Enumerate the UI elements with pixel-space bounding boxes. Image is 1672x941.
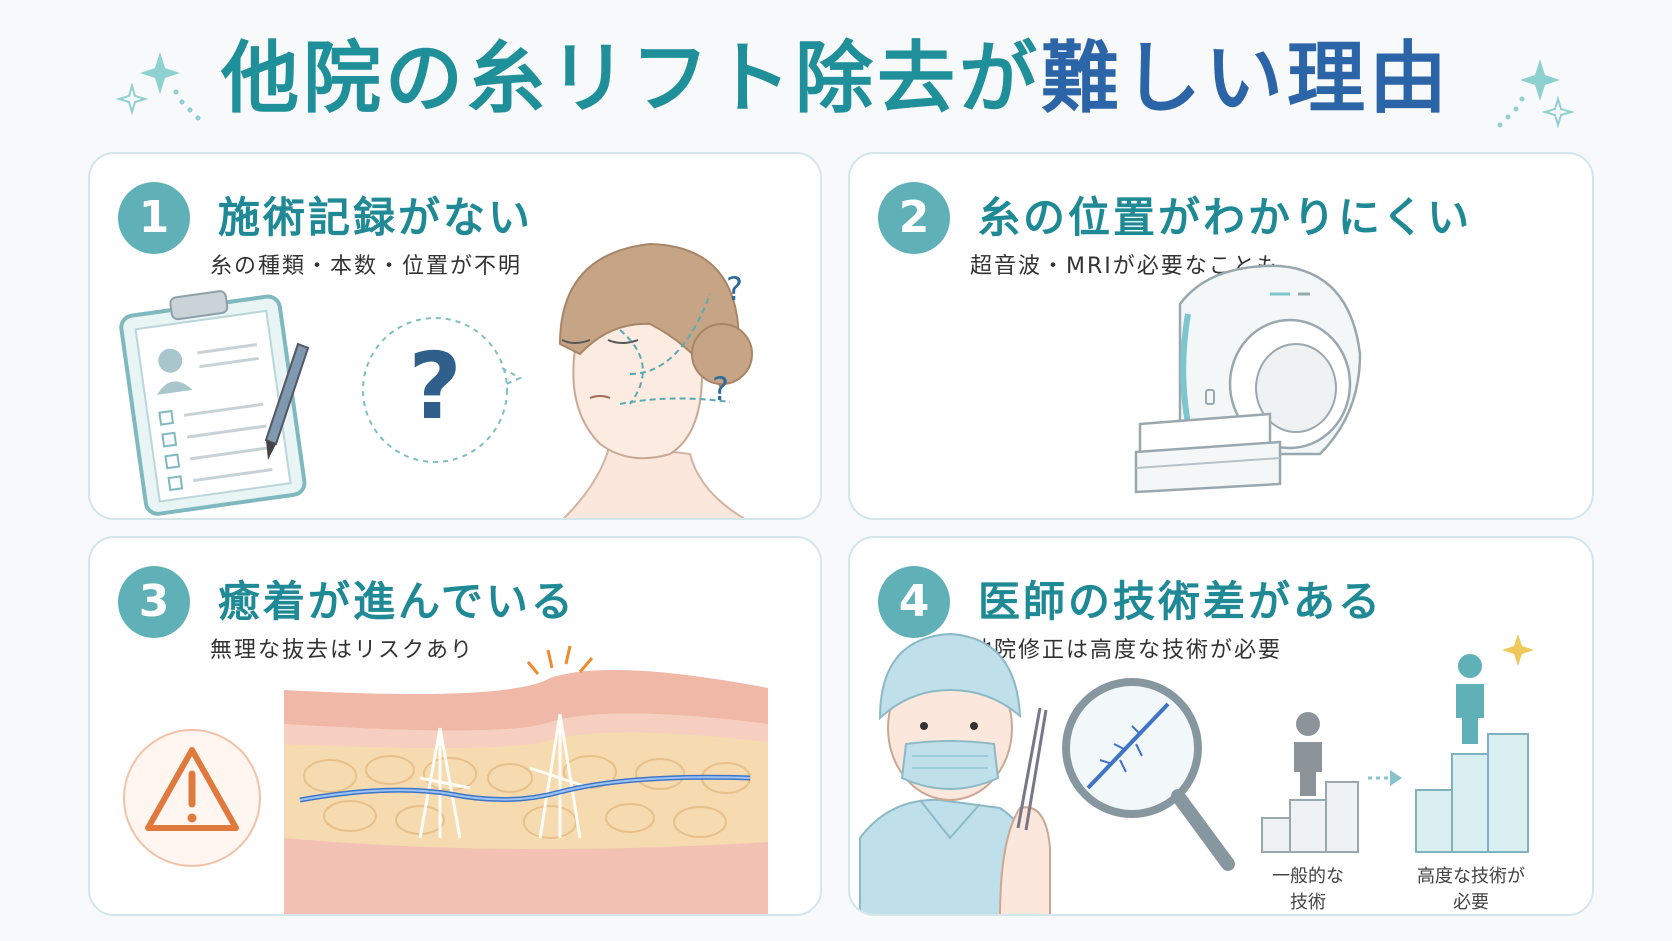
title-part2: 難しい理由 [1041, 34, 1452, 124]
card-number: 1 [118, 182, 190, 254]
page-title: 他院の糸リフト除去が難しい理由 [0, 24, 1672, 134]
card-number: 4 [878, 566, 950, 638]
card-title: 癒着が進んでいる [218, 577, 576, 626]
person-icon [1456, 654, 1484, 744]
question-mark: ? [726, 270, 743, 308]
card-subtitle: 糸の種類・本数・位置が不明 [210, 254, 523, 279]
clipboard-icon [119, 290, 307, 516]
doctor-icon [859, 632, 1051, 914]
card1-illustration: ? ? ? [119, 242, 753, 518]
card-title: 糸の位置がわかりにくい [978, 193, 1473, 242]
sparkle-left-icon [115, 52, 201, 121]
card-number: 3 [118, 566, 190, 638]
card-title: 医師の技術差がある [978, 577, 1384, 626]
card3-illustration [123, 645, 768, 914]
sparkle-right-icon [1497, 59, 1575, 129]
skin-layer-icon [284, 645, 768, 914]
card-no-record: 1 施術記録がない 糸の種類・本数・位置が不明 ? [88, 152, 822, 520]
question-bubble-icon: ? [362, 317, 523, 463]
card2-illustration [1134, 264, 1362, 494]
card-doctor-skill: 4 医師の技術差がある 他院修正は高度な技術が必要 [848, 536, 1594, 916]
card-subtitle: 他院修正は高度な技術が必要 [970, 638, 1283, 663]
card-title: 施術記録がない [218, 193, 534, 242]
label-advanced-skill: 高度な技術が必要 [1417, 866, 1525, 913]
title-part1: 他院の糸リフト除去が [220, 34, 1041, 124]
warning-icon [123, 729, 261, 867]
question-mark: ? [712, 370, 729, 408]
card-thread-location: 2 糸の位置がわかりにくい 超音波・MRIが必要なことも [848, 152, 1594, 520]
card4-illustration [859, 632, 1534, 914]
question-mark: ? [408, 333, 461, 440]
person-icon [1294, 712, 1322, 796]
skill-comparison [1261, 634, 1534, 853]
card-subtitle: 無理な抜去はリスクあり [210, 638, 475, 663]
mri-scanner-icon [1134, 264, 1362, 494]
sparkle-icon [1502, 634, 1534, 666]
face-icon: ? ? [558, 242, 753, 518]
card-adhesion: 3 癒着が進んでいる 無理な抜去はリスクあり [88, 536, 822, 916]
pen-icon [264, 342, 310, 460]
card-number: 2 [878, 182, 950, 254]
magnifier-icon [1062, 678, 1235, 871]
label-normal-skill: 一般的な技術 [1272, 866, 1344, 913]
